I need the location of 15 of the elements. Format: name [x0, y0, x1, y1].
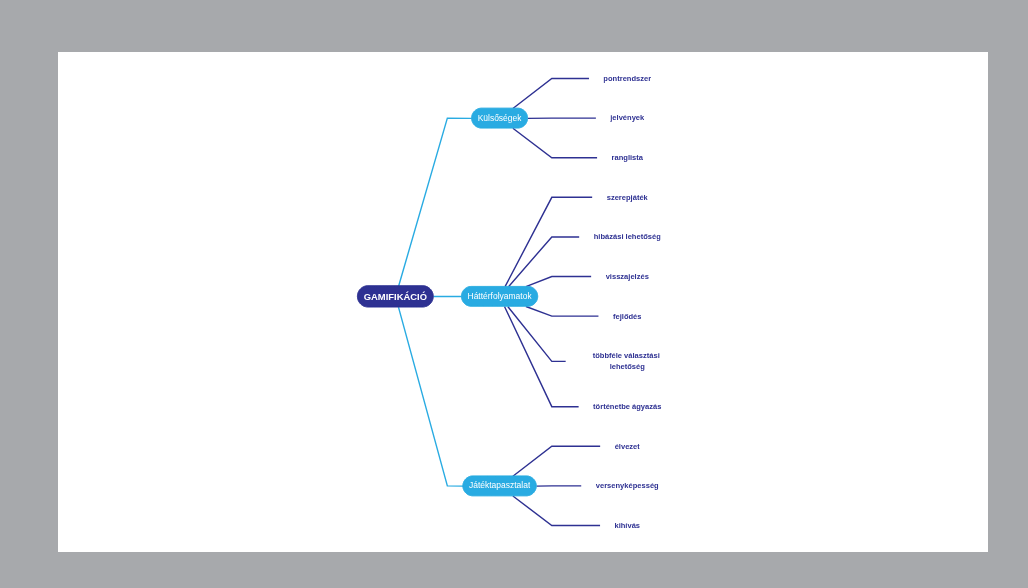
- connector: [512, 495, 601, 527]
- connector: [507, 236, 581, 288]
- connector: [503, 305, 580, 408]
- connector: [512, 77, 590, 110]
- connector: [535, 485, 583, 487]
- connector: [512, 127, 599, 159]
- connector: [397, 306, 464, 487]
- connector: [525, 275, 593, 288]
- connector: [512, 445, 602, 477]
- connector: [397, 117, 473, 287]
- connector: [507, 305, 567, 363]
- connector: [527, 117, 597, 120]
- connector: [432, 295, 463, 298]
- connector: [504, 196, 594, 288]
- connector: [525, 305, 600, 317]
